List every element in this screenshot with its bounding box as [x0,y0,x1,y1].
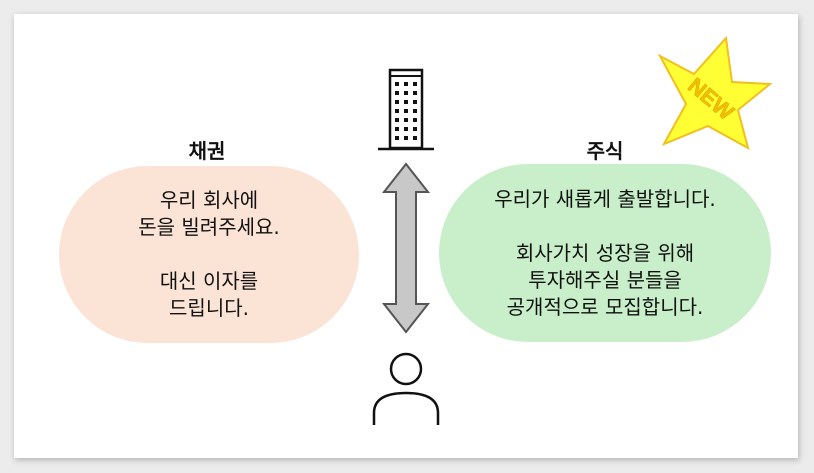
new-badge-icon: NEW [657,35,773,150]
stock-bubble: 우리가 새롭게 출발합니다. 회사가치 성장을 위해 투자해주실 분들을 공개적… [439,164,771,342]
bond-line-2: 돈을 빌려주세요. [138,215,280,239]
bond-line-4: 대신 이자를 [159,269,259,293]
stock-line-1: 우리가 새롭게 출발합니다. [494,186,716,211]
stock-line-3: 회사가치 성장을 위해 [515,240,695,265]
double-arrow-icon [381,162,431,334]
bond-line-1: 우리 회사에 [159,188,259,212]
person-icon [372,352,440,425]
bond-bubble: 우리 회사에 돈을 빌려주세요. 대신 이자를 드립니다. [59,166,359,343]
diagram-canvas: 채권 우리 회사에 돈을 빌려주세요. 대신 이자를 드립니다. 주식 우리가 … [14,14,798,458]
bond-title: 채권 [188,139,226,163]
bond-line-5: 드립니다. [169,296,249,320]
stock-line-5: 공개적으로 모집합니다. [506,294,704,319]
building-icon [378,68,434,151]
stock-line-4: 투자해주실 분들을 [528,267,682,292]
stock-title: 주식 [586,139,624,163]
